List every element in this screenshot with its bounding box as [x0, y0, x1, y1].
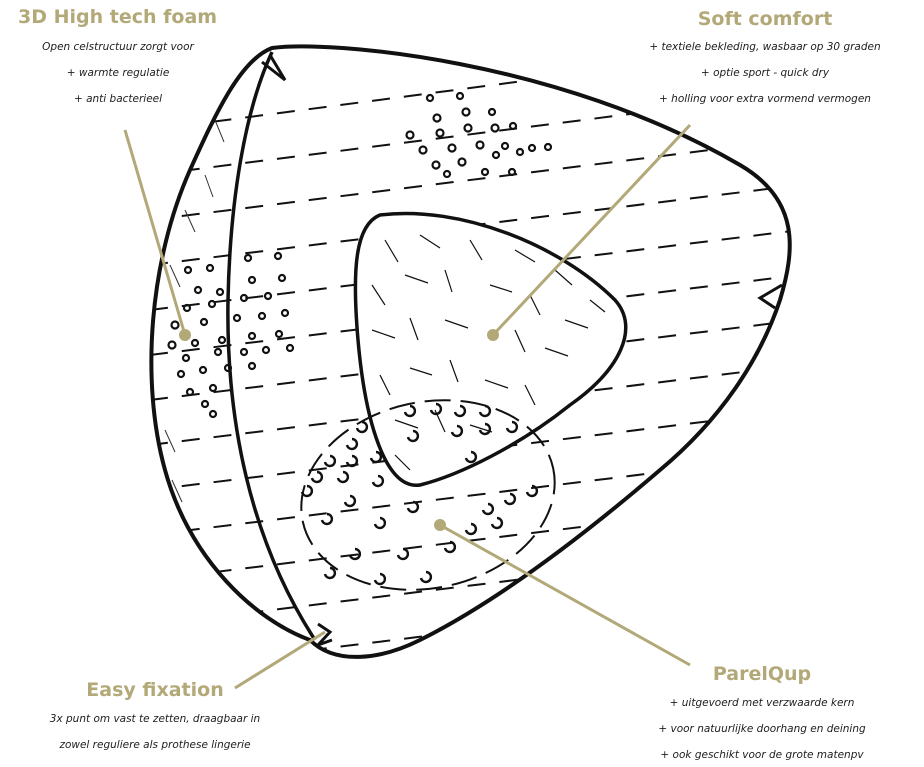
comfort-line-2: + optie sport - quick dry	[701, 68, 829, 79]
foam-line-1: Open celstructuur zorgt voor	[42, 42, 194, 53]
parelqup-line-3: + ook geschikt voor de grote matenpv	[660, 750, 863, 761]
comfort-line-1: + textiele bekleding, wasbaar op 30 grad…	[649, 42, 880, 53]
fixation-title: Easy fixation	[86, 679, 223, 701]
cell-dots-top	[407, 93, 552, 177]
fixation-line-2: zowel reguliere als prothese lingerie	[59, 740, 250, 751]
foam-line-3: + anti bacterieel	[74, 94, 162, 105]
parelqup-line-2: + voor natuurlijke doorhang en deining	[658, 724, 865, 735]
parelqup-title: ParelQup	[713, 663, 811, 685]
comfort-line-3: + holling voor extra vormend vermogen	[659, 94, 871, 105]
fixation-line-1: 3x punt om vast te zetten, draagbaar in	[50, 714, 260, 725]
parelqup-line-1: + uitgevoerd met verzwaarde kern	[670, 698, 855, 709]
side-seam	[228, 52, 315, 640]
foam-line-2: + warmte regulatie	[67, 68, 170, 79]
foam-title: 3D High tech foam	[18, 6, 217, 28]
comfort-title: Soft comfort	[698, 8, 833, 30]
